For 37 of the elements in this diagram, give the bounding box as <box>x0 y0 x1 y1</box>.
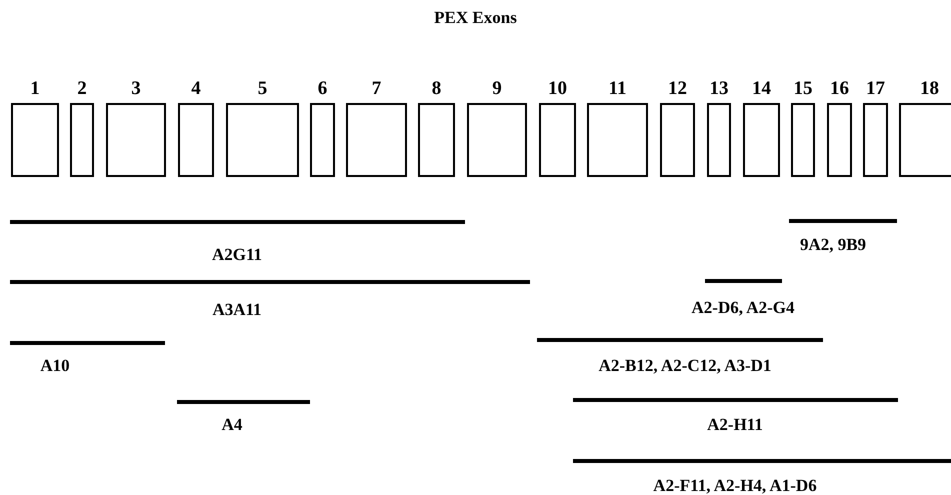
coverage-bar <box>705 279 782 283</box>
exon-number: 17 <box>866 78 885 100</box>
exon-number: 5 <box>258 78 268 100</box>
clone-label: A2-B12, A2-C12, A3-D1 <box>598 356 772 376</box>
clone-label: A2-F11, A2-H4, A1-D6 <box>653 476 817 495</box>
coverage-bar <box>537 338 823 342</box>
clone-label: A10 <box>40 356 70 376</box>
exon-number: 3 <box>131 78 141 100</box>
exon-number: 14 <box>752 78 771 100</box>
exon-number: 4 <box>191 78 201 100</box>
exon-number: 2 <box>77 78 87 100</box>
clone-label: A3A11 <box>212 300 262 320</box>
exon-number: 13 <box>710 78 728 100</box>
coverage-bar <box>573 398 898 402</box>
diagram-title: PEX Exons <box>434 8 517 28</box>
exon-number: 9 <box>492 78 502 100</box>
clone-label: 9A2, 9B9 <box>800 235 866 255</box>
coverage-bar <box>789 219 897 223</box>
coverage-bar <box>10 341 165 345</box>
coverage-bar <box>10 220 465 224</box>
exon-number: 1 <box>30 78 40 100</box>
clone-label: A2-D6, A2-G4 <box>692 298 794 318</box>
coverage-bar <box>177 400 310 404</box>
exon-number: 15 <box>794 78 812 100</box>
clone-label: A2G11 <box>212 245 262 265</box>
exon-number: 8 <box>432 78 442 100</box>
exon-number: 18 <box>920 78 939 100</box>
exon-number: 11 <box>608 78 626 100</box>
clone-label: A4 <box>222 415 242 435</box>
clone-label: A2-H11 <box>707 415 763 435</box>
exon-number: 7 <box>372 78 382 100</box>
coverage-bar <box>10 280 530 284</box>
exon-number: 6 <box>318 78 328 100</box>
coverage-bar <box>573 459 951 463</box>
exon-number: 12 <box>668 78 687 100</box>
exon-number: 10 <box>548 78 567 100</box>
exon-number: 16 <box>830 78 849 100</box>
